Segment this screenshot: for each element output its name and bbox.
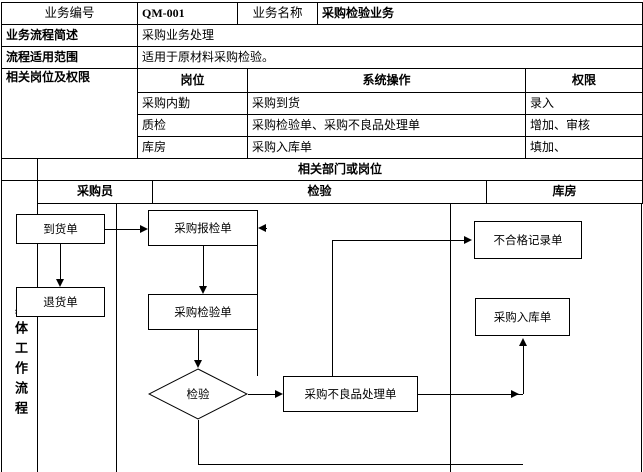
node-decision-inspection[interactable]: 检验 [148,368,248,420]
flow-section-header-table: 相关部门或岗位 采购员 检验 库房 [1,158,643,204]
lane-divider-1 [116,204,117,472]
column-header-permission: 权限 [525,68,643,93]
table-row: 质检 采购检验单、采购不良品处理单 增加、审核 [2,114,643,137]
cell-operation: 采购到货 [247,92,526,115]
summary-value: 采购业务处理 [137,24,643,47]
lane-header-row: 采购员 检验 库房 [1,180,643,204]
scope-label: 流程适用范围 [1,46,138,69]
connector-arrival-to-return [60,244,61,279]
diamond-shape-icon [148,368,248,420]
cell-permission: 录入 [525,92,643,115]
lane-header-inspection: 检验 [152,180,487,204]
column-header-post: 岗位 [137,68,248,93]
arrow-to-purchase-receipt [519,338,527,346]
cell-operation: 采购入库单 [247,136,526,159]
connector-sheet-to-decision [198,330,199,360]
flow-section-title-row: 相关部门或岗位 [1,158,643,181]
roles-permissions-table: 相关岗位及权限 岗位 系统操作 权限 采购内勤 采购到货 录入 质检 采购检验单… [1,68,643,159]
arrow-defect-to-receipt-mid [511,390,519,398]
roles-label: 相关岗位及权限 [1,68,138,159]
node-return-notice[interactable]: 退货单 [16,287,105,317]
connector-decision-to-defect [248,394,275,395]
code-label: 业务编号 [1,2,138,25]
arrow-defect-to-record [464,236,472,244]
node-inspection-sheet[interactable]: 采购检验单 [148,294,258,330]
lane-divider-2 [450,204,451,472]
cell-post: 质检 [137,114,248,137]
connector-defect-to-receipt-vertical [523,346,524,394]
connector-decision-pass-right [198,464,523,465]
cell-post: 库房 [137,136,248,159]
summary-label: 业务流程简述 [1,24,138,47]
connector-defect-to-record-vertical [332,240,333,376]
flow-side-label-text: 具体工作流程 [12,301,27,421]
connector-request-to-sheet [203,246,204,286]
table-row-code: 业务编号 QM-001 业务名称 采购检验业务 [1,2,643,25]
cell-permission: 填加、 [525,136,643,159]
process-header-table: 业务编号 QM-001 业务名称 采购检验业务 业务流程简述 采购业务处理 流程… [1,2,643,69]
connector-arrival-to-request [105,229,140,230]
node-purchase-receipt[interactable]: 采购入库单 [475,298,570,336]
flow-side-label: 具体工作流程 [2,204,38,472]
workflow-diagram: 具体工作流程 到货单 退货单 采购报检单 采购检验单 检验 采购不良品处理单 不… [1,204,642,472]
table-row-scope: 流程适用范围 适用于原材料采购检验。 [1,46,643,69]
arrow-sheet-to-decision [194,360,202,368]
name-value: 采购检验业务 [317,2,643,25]
connector-decision-pass-down [198,420,199,464]
node-arrival-notice[interactable]: 到货单 [16,214,105,244]
side-label-spacer [1,158,38,181]
arrow-decision-to-defect [275,390,283,398]
arrow-rework-to-request [258,224,266,232]
cell-permission: 增加、审核 [525,114,643,137]
node-decision-label: 检验 [186,387,210,401]
node-nonconforming-record[interactable]: 不合格记录单 [474,221,582,259]
connector-defect-to-record-horizontal [332,240,464,241]
lane-header-warehouse: 库房 [485,180,643,204]
flow-section-title: 相关部门或岗位 [36,158,643,181]
roles-header-row: 相关岗位及权限 岗位 系统操作 权限 [1,68,643,159]
connector-defect-to-receipt-horizontal [418,394,523,395]
table-row-summary: 业务流程简述 采购业务处理 [1,24,643,47]
arrow-arrival-to-return [56,279,64,287]
arrow-arrival-to-request [140,225,148,233]
connector-defect-rework-corner [266,228,267,229]
cell-operation: 采购检验单、采购不良品处理单 [247,114,526,137]
name-label: 业务名称 [237,2,318,25]
lane-header-purchaser: 采购员 [37,180,153,204]
code-value: QM-001 [137,2,238,25]
cell-post: 采购内勤 [137,92,248,115]
node-inspection-request[interactable]: 采购报检单 [148,210,258,246]
node-defect-handling[interactable]: 采购不良品处理单 [283,376,418,412]
arrow-request-to-sheet [199,286,207,294]
scope-value: 适用于原材料采购检验。 [137,46,643,69]
column-header-operation: 系统操作 [247,68,526,93]
side-label-spacer-2 [1,180,38,204]
